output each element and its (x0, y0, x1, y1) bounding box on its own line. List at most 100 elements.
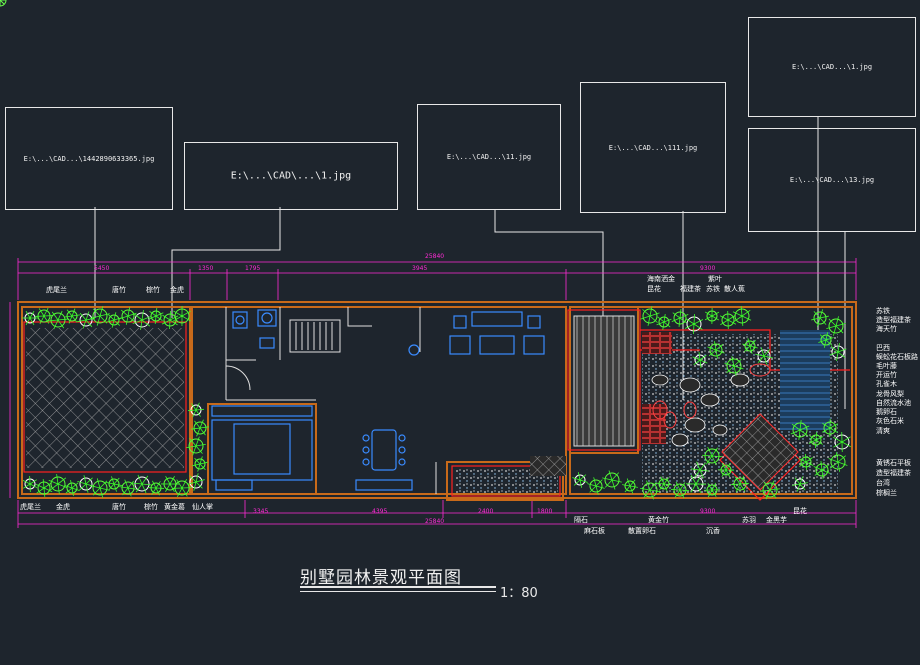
plant-clusters (0, 0, 7, 7)
plant-symbol (119, 307, 137, 325)
plant-symbol (701, 446, 723, 466)
plant-label: 海天竹 (876, 325, 897, 333)
plant-symbol (161, 310, 179, 330)
dimension-text: 4395 (372, 508, 388, 515)
plant-symbol (656, 476, 672, 492)
plant-label: 海南洒金 (647, 275, 675, 283)
plant-symbol (192, 456, 208, 472)
plant-symbol (90, 306, 110, 326)
red-stone-edges (652, 363, 771, 429)
plant-symbol (833, 431, 851, 453)
plant-symbol (572, 472, 588, 488)
plant-label: 唐竹 (112, 286, 126, 294)
image-reference-box: E:\...\CAD...\1.jpg (748, 17, 916, 117)
plant-label: 棕竹 (144, 503, 158, 511)
plant-label: 黄锈石平板 (876, 459, 911, 467)
image-reference-path: E:\...\CAD...\13.jpg (789, 176, 875, 184)
plant-symbol (829, 343, 847, 361)
plant-label: 麻石板 (584, 527, 605, 535)
dimension-text: 3345 (253, 508, 269, 515)
plant-symbol (90, 478, 110, 498)
plant-symbol (173, 305, 191, 327)
dimension-text: 1795 (245, 265, 261, 272)
wood-deck (573, 315, 635, 447)
plant-label: 造型福建茶 (876, 469, 911, 477)
plant-symbol (77, 311, 95, 329)
image-reference-box: E:\...\CAD...\1442890633365.jpg (5, 107, 173, 210)
plant-label: 沉香 (706, 527, 720, 535)
dimension-text: 9300 (700, 508, 716, 515)
plant-symbol (148, 307, 164, 325)
image-reference-path: E:\...\CAD...\1442890633365.jpg (23, 154, 155, 163)
dimension-lines (9, 258, 857, 528)
image-reference-box: E:\...\CAD...\111.jpg (580, 82, 726, 213)
plant-label: 灰色石米 (876, 417, 904, 425)
dimension-text: 9300 (700, 265, 716, 272)
plant-symbol (821, 418, 839, 438)
image-reference-box: E:\...\CAD...\13.jpg (748, 128, 916, 232)
plant-label: 隔石 (574, 516, 588, 524)
dimension-text: 1800 (537, 508, 553, 515)
tile-platform (721, 413, 799, 491)
plant-symbol (826, 316, 846, 336)
plant-label: 紫叶 (708, 275, 722, 283)
plant-symbol (760, 480, 780, 500)
plant-label: 福建茶 (680, 285, 701, 293)
plant-symbol (719, 310, 737, 330)
plant-label: 造型福建茶 (876, 316, 911, 324)
plant-label: 散人蕉 (724, 285, 745, 293)
plant-label: 毛叶藤 (876, 362, 897, 370)
plant-label: 虎尾兰 (46, 286, 67, 294)
plant-symbol (707, 341, 725, 359)
plant-symbol (808, 431, 824, 449)
plant-label: 仙人掌 (192, 503, 213, 511)
plant-symbol (48, 474, 68, 494)
plant-symbol (692, 352, 708, 368)
plant-symbol (790, 420, 810, 440)
plant-symbol (64, 308, 80, 324)
plant-symbol (106, 312, 122, 328)
plant-label: 昆花 (647, 285, 661, 293)
title-underline (300, 591, 496, 592)
plant-label: 开运竹 (876, 371, 897, 379)
plant-symbol (187, 402, 205, 418)
plant-symbol (48, 310, 68, 330)
dimension-text: 1350 (198, 265, 214, 272)
plant-symbol (77, 475, 95, 493)
plant-symbol (186, 436, 206, 456)
drawing-title: 别墅园林景观平面图 (300, 568, 462, 588)
plant-symbol (685, 475, 707, 493)
plant-symbol (34, 307, 54, 325)
plant-label: 自然流水池 (876, 399, 911, 407)
plant-label: 黄金竹 (648, 516, 669, 524)
plant-symbol (587, 477, 605, 495)
plant-symbol (35, 479, 53, 497)
plant-symbol (640, 306, 660, 326)
stone-slab (530, 456, 566, 476)
boundary-walls (17, 301, 857, 501)
plant-symbol (64, 480, 80, 496)
plants-layer (22, 305, 851, 500)
plant-label: 苏羽 (742, 516, 756, 524)
plant-label: 苏铁 (876, 307, 890, 315)
image-reference-path: E:\...\CAD...\1.jpg (791, 63, 873, 71)
plant-symbol (724, 356, 744, 376)
plant-symbol (191, 419, 209, 437)
dimension-text: 25840 (425, 518, 445, 525)
plant-symbol (704, 307, 720, 325)
plant-symbol (813, 461, 831, 479)
plant-label: 棕榈兰 (876, 489, 897, 497)
image-reference-path: E:\...\CAD...\111.jpg (608, 143, 698, 152)
interior-furniture (211, 309, 545, 491)
plant-symbol (22, 310, 38, 326)
plant-label: 清爽 (876, 427, 890, 435)
dimension-text: 25840 (425, 253, 445, 260)
plant-label: 虎尾兰 (20, 503, 41, 511)
plant-symbol (187, 473, 205, 491)
brick-path-2 (642, 404, 666, 444)
plant-label: 蜈蚣花石板路 (876, 353, 918, 361)
image-reference-box: E:\...\CAD...\11.jpg (417, 104, 561, 210)
plant-symbol (691, 461, 709, 479)
plant-symbol (656, 314, 672, 330)
